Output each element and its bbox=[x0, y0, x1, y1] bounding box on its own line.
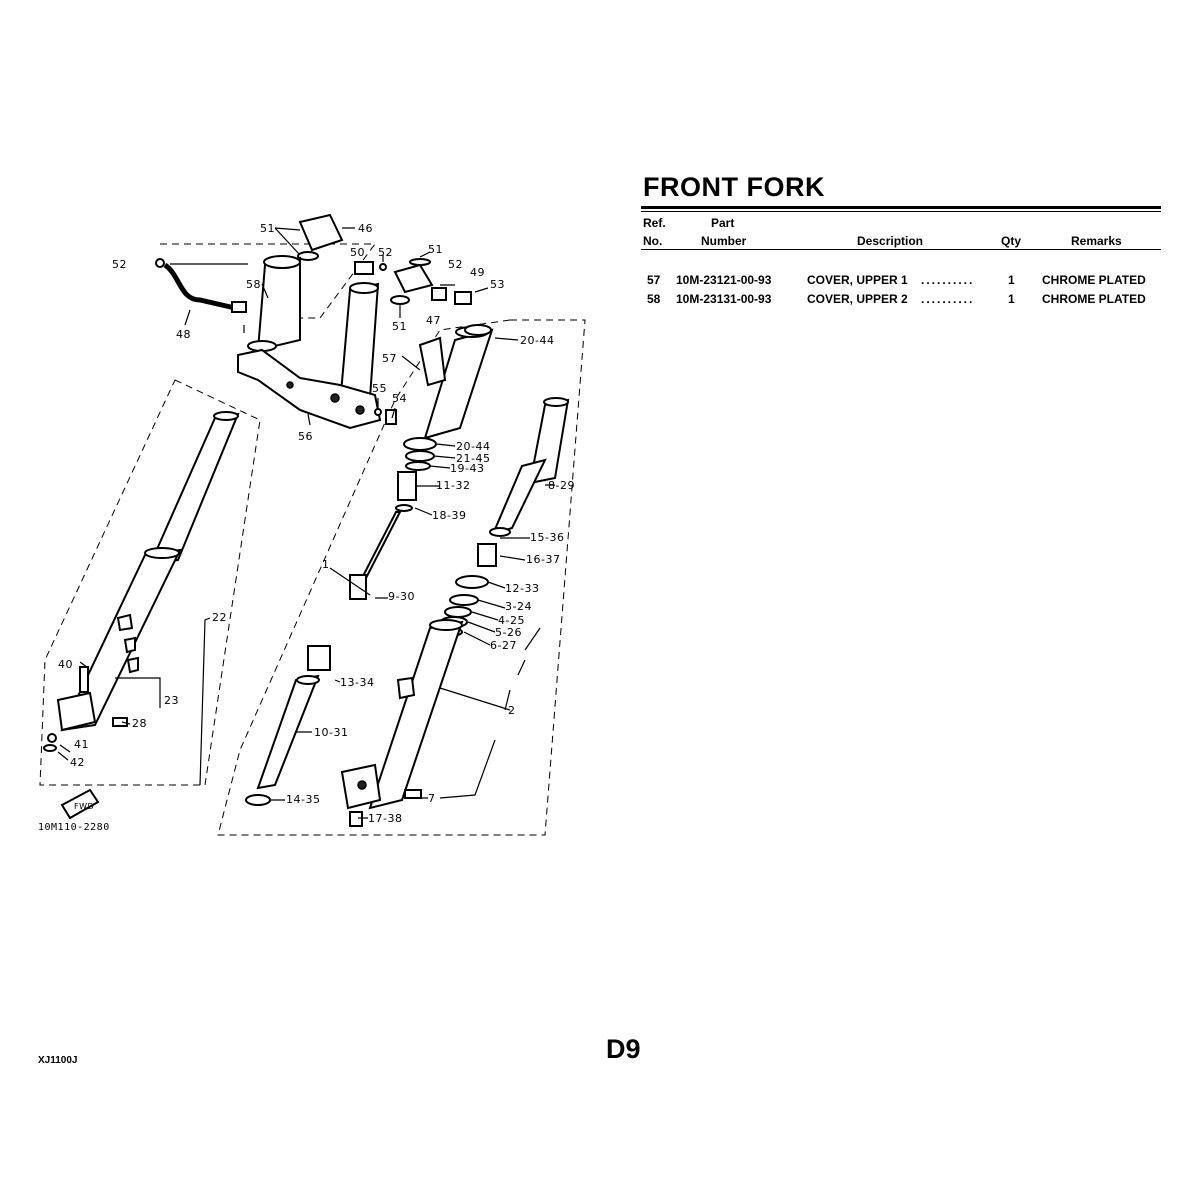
page-title: FRONT FORK bbox=[643, 172, 825, 202]
callout: 58 bbox=[246, 278, 261, 291]
callout: 4-25 bbox=[498, 614, 525, 627]
callout: 20-44 bbox=[520, 334, 554, 347]
callout: 13-34 bbox=[340, 676, 374, 689]
inner-tube-right bbox=[477, 397, 570, 567]
callout: 52 bbox=[112, 258, 127, 271]
callout: 52 bbox=[448, 258, 463, 271]
ref-number: 58 bbox=[647, 292, 661, 306]
callout: 12-33 bbox=[505, 582, 539, 595]
callout: 22 bbox=[212, 611, 227, 624]
fork-exploded-view: FWD 51 46 52 50 52 51 52 bbox=[39, 213, 586, 836]
table-row: 58 10M-23131-00-93 COVER, UPPER 2 ......… bbox=[641, 292, 1161, 310]
title-rule bbox=[641, 206, 1161, 209]
callout: 51 bbox=[260, 222, 275, 235]
callout: 46 bbox=[358, 222, 373, 235]
callout: 14-35 bbox=[286, 793, 320, 806]
parts-diagram: FWD 51 46 52 50 52 51 52 bbox=[0, 0, 620, 860]
fwd-label: FWD bbox=[74, 802, 94, 811]
part-number: 10M-23131-00-93 bbox=[676, 292, 772, 306]
leader-dots: .......... bbox=[921, 273, 975, 287]
header-part: Part bbox=[711, 216, 735, 230]
callout: 16-37 bbox=[526, 553, 560, 566]
callout: 10-31 bbox=[314, 726, 348, 739]
callout: 55 bbox=[372, 382, 387, 395]
under-bracket-part-56 bbox=[237, 348, 397, 430]
part-description: COVER, UPPER 1 bbox=[807, 273, 908, 287]
brake-hose-part-48 bbox=[155, 258, 247, 326]
callout: 48 bbox=[176, 328, 191, 341]
header-ref: Ref. bbox=[643, 216, 666, 230]
callout: 18-39 bbox=[432, 509, 466, 522]
callout: 57 bbox=[382, 352, 397, 365]
remarks: CHROME PLATED bbox=[1042, 292, 1146, 306]
callout: 2 bbox=[508, 704, 516, 717]
callout: 23 bbox=[164, 694, 179, 707]
callout: 53 bbox=[490, 278, 505, 291]
header-qty: Qty bbox=[1001, 234, 1022, 248]
fwd-arrow-icon: FWD bbox=[60, 788, 100, 820]
page-number: D9 bbox=[606, 1034, 641, 1064]
small-fittings bbox=[354, 258, 472, 305]
callouts: 51 46 52 50 52 51 52 49 53 58 48 51 47 2… bbox=[58, 222, 575, 825]
quantity: 1 bbox=[1008, 273, 1015, 287]
callout: 28 bbox=[132, 717, 147, 730]
callout: 42 bbox=[70, 756, 85, 769]
outer-tube-right-part-2 bbox=[340, 619, 464, 827]
cap-part-46 bbox=[274, 213, 355, 261]
header-number: Number bbox=[701, 234, 747, 248]
callout: 47 bbox=[426, 314, 441, 327]
callout: 3-24 bbox=[505, 600, 532, 613]
callout: 41 bbox=[74, 738, 89, 751]
part-number: 10M-23121-00-93 bbox=[676, 273, 772, 287]
callout: 54 bbox=[392, 392, 407, 405]
callout: 49 bbox=[470, 266, 485, 279]
fork-assembly-outline-left bbox=[39, 379, 261, 786]
callout: 52 bbox=[378, 246, 393, 259]
remarks: CHROME PLATED bbox=[1042, 273, 1146, 287]
callout: 7 bbox=[428, 792, 436, 805]
ref-number: 57 bbox=[647, 273, 661, 287]
leader-dots: .......... bbox=[921, 292, 975, 306]
callout: 20-44 bbox=[456, 440, 490, 453]
header-description: Description bbox=[857, 234, 924, 248]
callout: 19-43 bbox=[450, 462, 484, 475]
callout: 51 bbox=[428, 243, 443, 256]
callout: 40 bbox=[58, 658, 73, 671]
callout: 1 bbox=[322, 558, 330, 571]
quantity: 1 bbox=[1008, 292, 1015, 306]
callout: 15-36 bbox=[530, 531, 564, 544]
table-row: 57 10M-23121-00-93 COVER, UPPER 1 ......… bbox=[641, 273, 1161, 291]
callout: 50 bbox=[350, 246, 365, 259]
drawing-number: 10M110-2280 bbox=[38, 822, 110, 833]
leader-lines bbox=[57, 251, 555, 819]
callout: 6-27 bbox=[490, 639, 517, 652]
callout: 56 bbox=[298, 430, 313, 443]
callout: 9-30 bbox=[388, 590, 415, 603]
title-rule-thin bbox=[641, 211, 1161, 212]
header-remarks: Remarks bbox=[1071, 234, 1122, 248]
model-code: XJ1100J bbox=[38, 1055, 78, 1066]
damper-rod-assembly bbox=[245, 471, 417, 806]
callout: 17-38 bbox=[368, 812, 402, 825]
callout: 51 bbox=[392, 320, 407, 333]
cover-part-57 bbox=[418, 326, 494, 440]
left-fork-part-22 bbox=[43, 411, 240, 752]
callout: 8-29 bbox=[548, 479, 575, 492]
callout: 5-26 bbox=[495, 626, 522, 639]
callout: 21-45 bbox=[456, 452, 490, 465]
header-no: No. bbox=[643, 234, 663, 248]
part-description: COVER, UPPER 2 bbox=[807, 292, 908, 306]
callout: 11-32 bbox=[436, 479, 470, 492]
header-rule bbox=[641, 249, 1161, 250]
seal-stack-upper bbox=[403, 324, 492, 471]
upper-tube-part-58 bbox=[247, 255, 301, 352]
